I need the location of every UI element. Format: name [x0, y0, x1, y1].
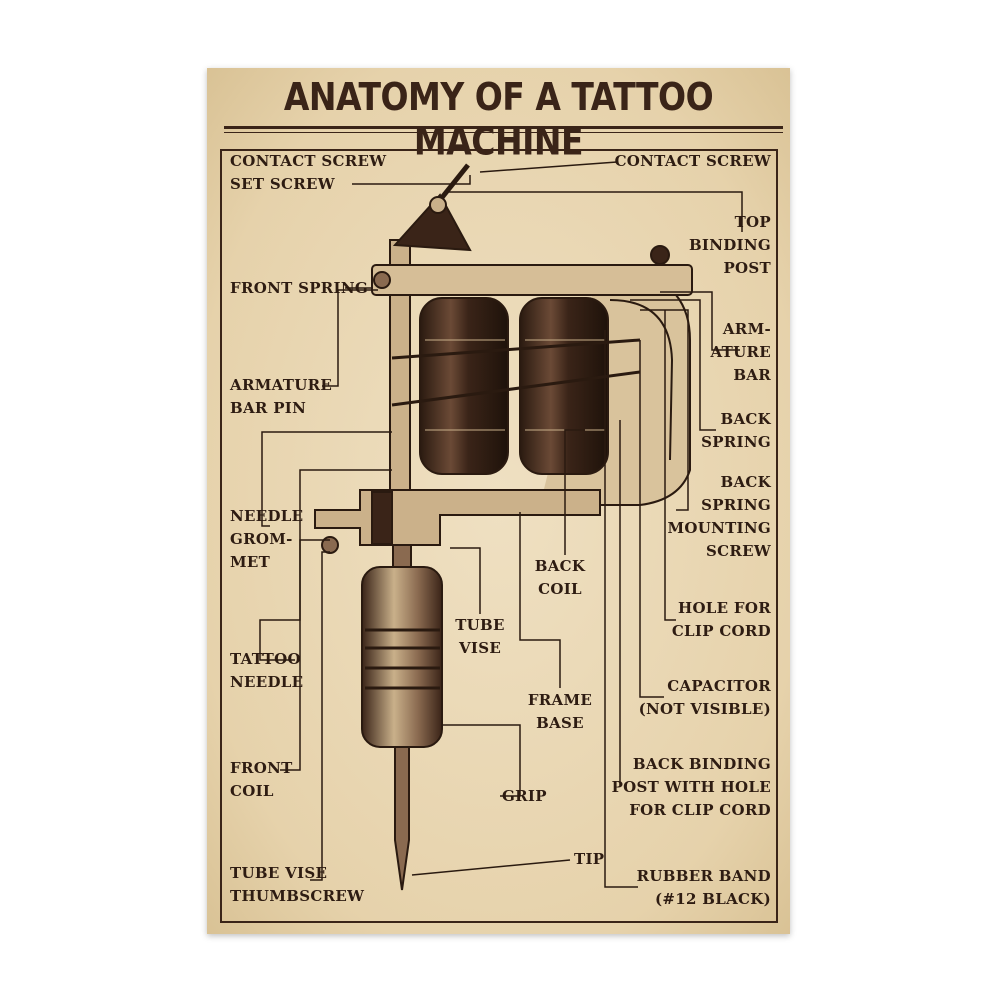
frame-inner-curve — [609, 299, 674, 461]
leader-back-spring-mounting-screw — [640, 309, 689, 511]
armature-bar — [371, 264, 693, 296]
leader-contact-screw-set-screw — [352, 175, 471, 185]
needle-tip — [394, 746, 410, 891]
tube-vise-thumbscrew — [321, 536, 339, 554]
armature-bar-pin — [373, 271, 391, 289]
label-rubber-band: RUBBER BAND (#12 BLACK) — [636, 867, 771, 908]
frame-base — [314, 489, 601, 546]
label-tube-vise: TUBE VISE — [455, 616, 505, 657]
leader-tattoo-needle — [259, 469, 392, 661]
leader-grip — [442, 724, 521, 797]
label-hole-for-clip-cord: HOLE FOR CLIP CORD — [671, 599, 771, 640]
contact-screw-bracket — [392, 193, 472, 252]
leader-lines — [259, 161, 743, 888]
rubber-band-1 — [391, 338, 641, 360]
label-contact-screw-set-screw: CONTACT SCREW SET SCREW — [230, 152, 387, 193]
leader-armature-bar-pin — [322, 289, 378, 387]
leader-tip — [411, 859, 571, 876]
leader-needle-grommet — [261, 431, 392, 527]
front-coil — [419, 297, 509, 475]
contact-screw-set-screw-head — [429, 196, 447, 214]
leader-frame-base — [519, 512, 561, 688]
contact-screw — [438, 163, 470, 202]
leader-rubber-band — [604, 330, 638, 888]
leader-capacitor — [639, 340, 664, 698]
label-contact-screw: CONTACT SCREW — [614, 152, 771, 170]
leader-contact-screw — [479, 161, 618, 173]
label-frame-base: FRAME BASE — [527, 691, 593, 732]
leader-tube-vise-thumbscrew — [310, 551, 330, 881]
label-back-spring-mounting-screw: BACK SPRING MOUNTING SCREW — [667, 473, 771, 560]
grip — [361, 566, 443, 748]
label-tattoo-needle: TATTOO NEEDLE — [230, 650, 304, 691]
label-tube-vise-thumbscrew: TUBE VISE THUMBSCREW — [230, 864, 365, 905]
label-needle-grommet: NEEDLE GROM- MET — [230, 507, 304, 571]
label-back-binding-post: BACK BINDING POST WITH HOLE FOR CLIP COR… — [611, 755, 771, 819]
leader-back-spring — [630, 299, 716, 431]
leader-armature-bar — [660, 291, 740, 351]
title-rule-thick — [224, 126, 783, 129]
label-top-binding-post: TOP BINDING POST — [688, 213, 771, 277]
leader-front-coil — [280, 539, 330, 771]
tube-vise — [371, 491, 393, 545]
label-back-coil: BACK COIL — [534, 557, 586, 598]
label-grip: GRIP — [502, 787, 547, 805]
label-front-coil: FRONT COIL — [230, 759, 293, 800]
tube-neck — [392, 544, 412, 568]
label-front-spring: FRONT SPRING — [230, 279, 368, 297]
label-tip: TIP — [574, 850, 605, 868]
machine-illustration — [314, 163, 693, 891]
top-binding-post — [650, 245, 670, 265]
leader-back-coil — [564, 429, 585, 555]
label-back-spring: BACK SPRING — [701, 410, 771, 451]
title-rule-thin — [224, 132, 783, 133]
label-capacitor: CAPACITOR (NOT VISIBLE) — [638, 677, 771, 718]
diagram-frame — [220, 149, 778, 923]
rubber-band-2 — [391, 370, 641, 407]
label-armature-bar: ARM- ATURE BAR — [710, 320, 771, 384]
leader-tube-vise — [450, 547, 481, 614]
label-armature-bar-pin: ARMATURE BAR PIN — [230, 376, 333, 417]
leader-top-binding-post — [445, 191, 743, 232]
leader-hole-for-clip-cord — [664, 310, 676, 621]
